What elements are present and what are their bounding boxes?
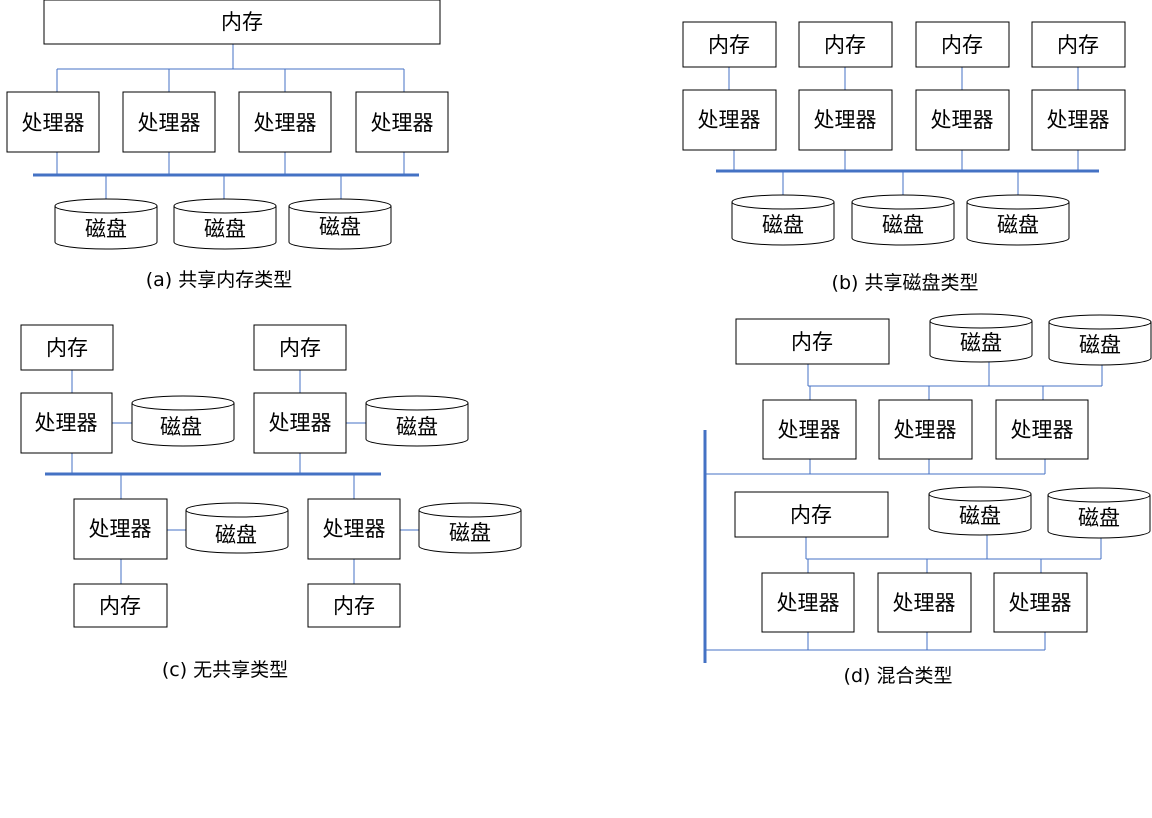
processor-box: [995, 399, 1089, 460]
memory-box: [1031, 21, 1126, 68]
disk-cylinder: [966, 194, 1070, 246]
memory-box: [735, 318, 890, 365]
processor-label: 处理器: [22, 111, 85, 135]
processor-label: 处理器: [1009, 591, 1072, 615]
disk-label: 磁盘: [762, 213, 804, 237]
disk-cylinder: [288, 198, 392, 250]
processor-label: 处理器: [35, 411, 98, 435]
processor-label: 处理器: [269, 411, 332, 435]
processor-box: [878, 399, 973, 460]
processor-box: [915, 89, 1010, 151]
disk-cylinder: [851, 194, 955, 246]
processor-box: [355, 91, 449, 153]
processor-label: 处理器: [698, 108, 761, 132]
memory-box: [253, 324, 347, 371]
disk-cylinder: [418, 502, 522, 554]
panel-hybrid: 内存 磁盘 磁盘 处理器 处理器 处理器 内存 磁盘 磁盘 处理器: [703, 313, 1152, 687]
processor-box: [682, 89, 777, 151]
processor-box: [798, 89, 893, 151]
processor-box: [762, 399, 857, 460]
memory-box: [682, 21, 777, 68]
memory-label: 内存: [824, 33, 866, 57]
disk-label: 磁盘: [319, 215, 361, 239]
disk-label: 磁盘: [960, 331, 1002, 355]
caption-a: (a) 共享内存类型: [146, 269, 293, 291]
processor-label: 处理器: [254, 111, 317, 135]
disk-label: 磁盘: [215, 523, 257, 547]
processor-box: [122, 91, 216, 153]
memory-label: 内存: [941, 33, 983, 57]
caption-d: (d) 混合类型: [844, 665, 953, 687]
memory-label: 内存: [791, 330, 833, 354]
memory-box: [307, 583, 401, 628]
memory-box: [734, 491, 889, 538]
caption-c: (c) 无共享类型: [162, 659, 288, 681]
memory-label: 内存: [221, 10, 263, 34]
disk-label: 磁盘: [160, 415, 202, 439]
disk-cylinder: [928, 486, 1032, 536]
disk-label: 磁盘: [1078, 506, 1120, 530]
memory-label: 内存: [279, 336, 321, 360]
processor-label: 处理器: [777, 591, 840, 615]
disk-label: 磁盘: [85, 217, 127, 241]
processor-box: [307, 498, 401, 560]
processor-label: 处理器: [814, 108, 877, 132]
disk-label: 磁盘: [204, 217, 246, 241]
processor-box: [1031, 89, 1126, 151]
memory-box: [20, 324, 114, 371]
processor-label: 处理器: [323, 517, 386, 541]
processor-label: 处理器: [931, 108, 994, 132]
processor-label: 处理器: [893, 591, 956, 615]
processor-box: [6, 91, 100, 153]
caption-b: (b) 共享磁盘类型: [832, 272, 979, 294]
disk-label: 磁盘: [396, 415, 438, 439]
disk-cylinder: [1048, 314, 1152, 366]
memory-label: 内存: [333, 594, 375, 618]
disk-cylinder: [185, 502, 289, 554]
memory-label: 内存: [46, 336, 88, 360]
disk-cylinder: [731, 194, 835, 246]
processor-label: 处理器: [778, 418, 841, 442]
processor-label: 处理器: [371, 111, 434, 135]
disk-cylinder: [131, 395, 235, 447]
processor-label: 处理器: [894, 418, 957, 442]
processor-box: [253, 392, 347, 454]
memory-label: 内存: [790, 503, 832, 527]
processor-box: [877, 572, 972, 633]
memory-box: [798, 21, 893, 68]
panel-shared-disk: 内存 内存 内存 内存 处理器 处理器 处理器 处理器 磁盘 磁盘 磁盘 (b)…: [682, 21, 1126, 294]
disk-label: 磁盘: [882, 213, 924, 237]
disk-label: 磁盘: [997, 213, 1039, 237]
memory-label: 内存: [708, 33, 750, 57]
processor-box: [73, 498, 168, 560]
processor-label: 处理器: [138, 111, 201, 135]
disk-label: 磁盘: [959, 504, 1001, 528]
disk-cylinder: [54, 198, 158, 250]
disk-cylinder: [365, 395, 469, 447]
processor-label: 处理器: [1047, 108, 1110, 132]
memory-label: 内存: [1057, 33, 1099, 57]
memory-box: [915, 21, 1010, 68]
disk-cylinder: [929, 313, 1033, 363]
memory-box: [73, 583, 168, 628]
panel-shared-nothing: 内存 内存 处理器 处理器 磁盘 磁盘 处理器 处理器 磁盘 磁盘: [20, 324, 522, 681]
memory-label: 内存: [99, 594, 141, 618]
panel-shared-memory: 内存 处理器 处理器 处理器 处理器 磁盘 磁盘 磁盘 (a) 共享内存类型: [6, 0, 449, 291]
disk-label: 磁盘: [1079, 333, 1121, 357]
processor-label: 处理器: [89, 517, 152, 541]
processor-label: 处理器: [1011, 418, 1074, 442]
disk-label: 磁盘: [449, 521, 491, 545]
memory-box: [43, 0, 441, 45]
disk-cylinder: [173, 198, 277, 250]
processor-box: [761, 572, 855, 633]
disk-cylinder: [1047, 487, 1151, 539]
processor-box: [20, 392, 113, 454]
processor-box: [993, 572, 1088, 633]
processor-box: [238, 91, 332, 153]
